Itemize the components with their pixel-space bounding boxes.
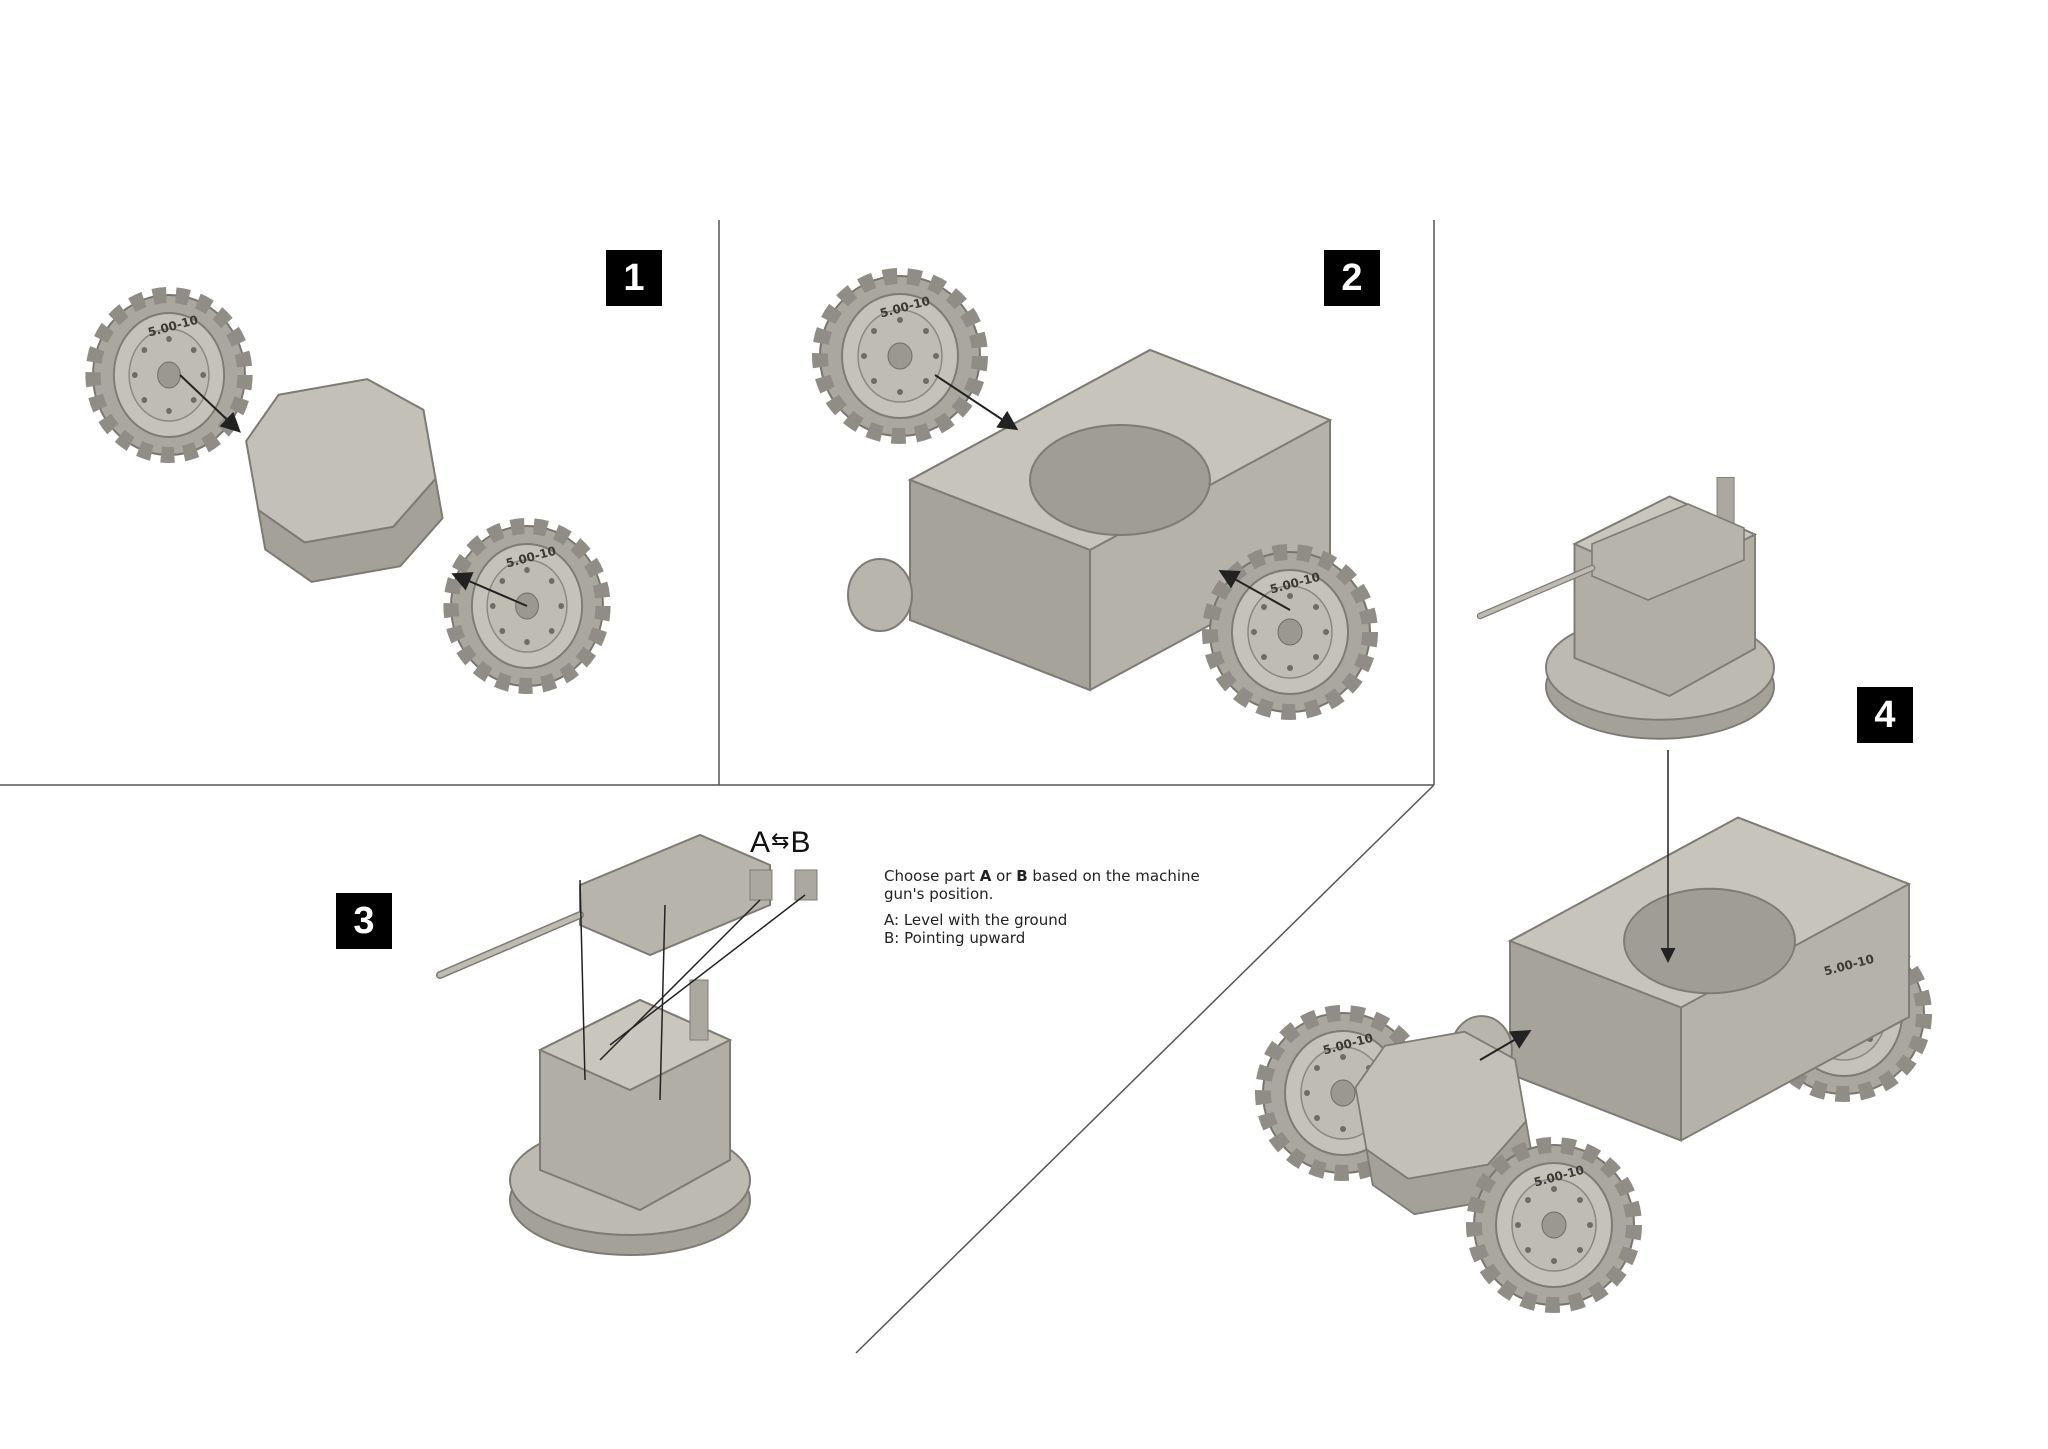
- step-3-badge: 3: [336, 893, 392, 949]
- divider-diagonal: [855, 784, 1435, 1354]
- turret-part: [509, 979, 751, 1256]
- swap-icon: ⇆: [771, 828, 791, 853]
- step-4-badge: 4: [1857, 687, 1913, 743]
- step2-illustration: [820, 276, 1370, 712]
- wheel-part: [1474, 1145, 1634, 1305]
- step4-illustration: [1263, 476, 1924, 1306]
- step1-illustration: [93, 295, 603, 686]
- part-b: [794, 869, 818, 901]
- part-choice-label: A⇆B: [750, 826, 811, 860]
- label-b: B: [790, 826, 812, 859]
- step3-illustration: [440, 835, 818, 1256]
- option-a-text: A: Level with the ground: [884, 911, 1068, 929]
- label-a: A: [750, 826, 772, 859]
- instruction-or: or: [991, 867, 1017, 885]
- step-1-badge: 1: [606, 250, 662, 306]
- step-2-badge: 2: [1324, 250, 1380, 306]
- instruction-text: Choose part A or B based on the machine …: [884, 867, 1224, 903]
- part-choice-note: Choose part A or B based on the machine …: [884, 867, 1224, 947]
- wheel-part: [1210, 552, 1370, 712]
- part-a: [749, 869, 773, 901]
- instruction-a: A: [979, 867, 992, 885]
- hull-part: [238, 369, 451, 590]
- instruction-suffix: based on the machine gun's position.: [884, 867, 1200, 903]
- option-b-text: B: Pointing upward: [884, 929, 1026, 947]
- gun-part: [440, 835, 770, 975]
- wheel-part: [820, 276, 980, 436]
- instruction-b: B: [1016, 867, 1028, 885]
- instruction-prefix: Choose part: [884, 867, 980, 885]
